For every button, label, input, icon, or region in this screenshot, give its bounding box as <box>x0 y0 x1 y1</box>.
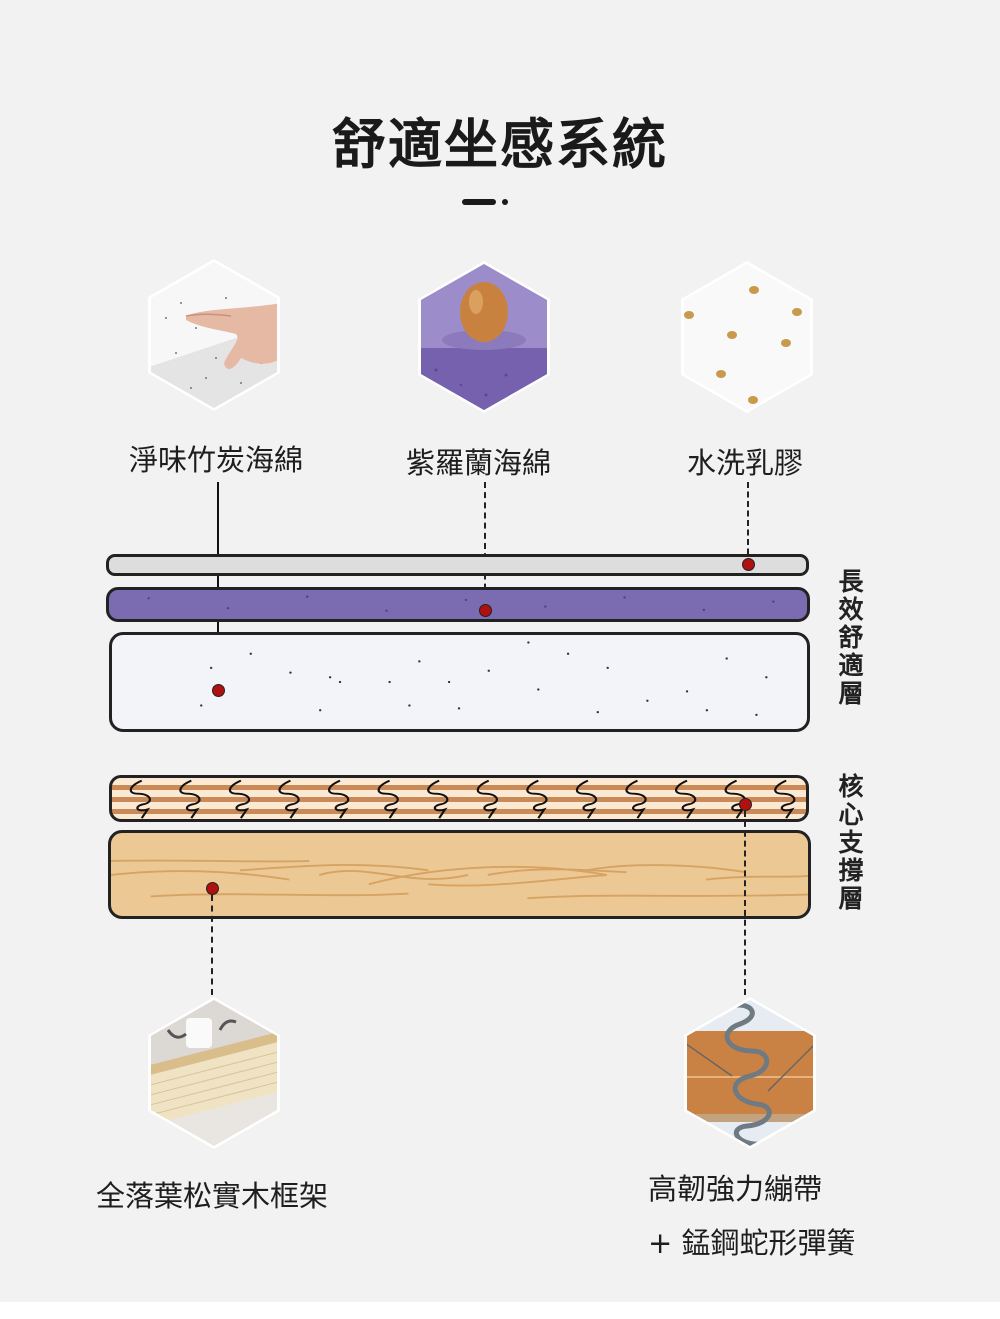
spring-coil-icon <box>179 779 201 819</box>
bamboo-charcoal-foam-label: 淨味竹炭海綿 <box>129 443 304 477</box>
webbing-label-line1: 高韌強力繃帶 <box>648 1172 823 1206</box>
pine-wood-pin <box>205 881 219 895</box>
lavender-foam-pin <box>478 603 492 617</box>
title-underline-dot <box>502 199 508 205</box>
title-underline <box>462 199 496 205</box>
bamboo-foam-connector <box>217 482 219 690</box>
lavender-foam-layer <box>106 587 810 622</box>
latex-connector <box>747 482 749 564</box>
webbing-spring-connector <box>744 811 746 995</box>
pine-wood-connector <box>211 895 213 995</box>
latex-layer <box>106 554 809 576</box>
spring-coil-icon <box>129 779 151 819</box>
webbing-spring-pin <box>738 797 752 811</box>
bamboo-foam-pin <box>211 683 225 697</box>
webbing-label-line2: + 錳鋼蛇形彈簧 <box>648 1226 856 1260</box>
webbing-spring-layer <box>109 775 809 822</box>
latex-pin <box>741 557 755 571</box>
pine-wood-frame-label: 全落葉松實木框架 <box>96 1179 329 1213</box>
spring-coil-icon <box>228 779 251 819</box>
page-title: 舒適坐感系統 <box>332 113 668 176</box>
lavender-foam-image <box>416 260 552 414</box>
bamboo-charcoal-foam-image <box>146 258 282 412</box>
spring-coil-icon <box>774 779 796 819</box>
spring-coil-icon <box>476 779 498 819</box>
lavender-foam-connector <box>484 482 486 610</box>
washed-latex-label: 水洗乳膠 <box>687 446 804 480</box>
support-layer-group-label: 核心支撐層 <box>838 772 864 913</box>
lavender-foam-label: 紫羅蘭海綿 <box>406 446 552 480</box>
spring-coil-icon <box>278 779 300 819</box>
washed-latex-image <box>679 260 815 414</box>
bamboo-foam-layer <box>109 632 810 732</box>
spring-coil-icon <box>427 779 449 819</box>
pine-wood-frame-image <box>146 996 282 1150</box>
spring-coil-icon <box>526 779 548 819</box>
serpentine-spring-image <box>682 996 818 1150</box>
spring-coil-icon <box>675 779 697 819</box>
spring-coil-icon <box>377 779 399 819</box>
spring-coil-icon <box>625 779 647 819</box>
spring-coil-icon <box>575 779 598 819</box>
spring-coil-icon <box>328 779 350 819</box>
comfort-layer-group-label: 長效舒適層 <box>838 567 864 708</box>
pine-wood-layer <box>108 830 811 919</box>
